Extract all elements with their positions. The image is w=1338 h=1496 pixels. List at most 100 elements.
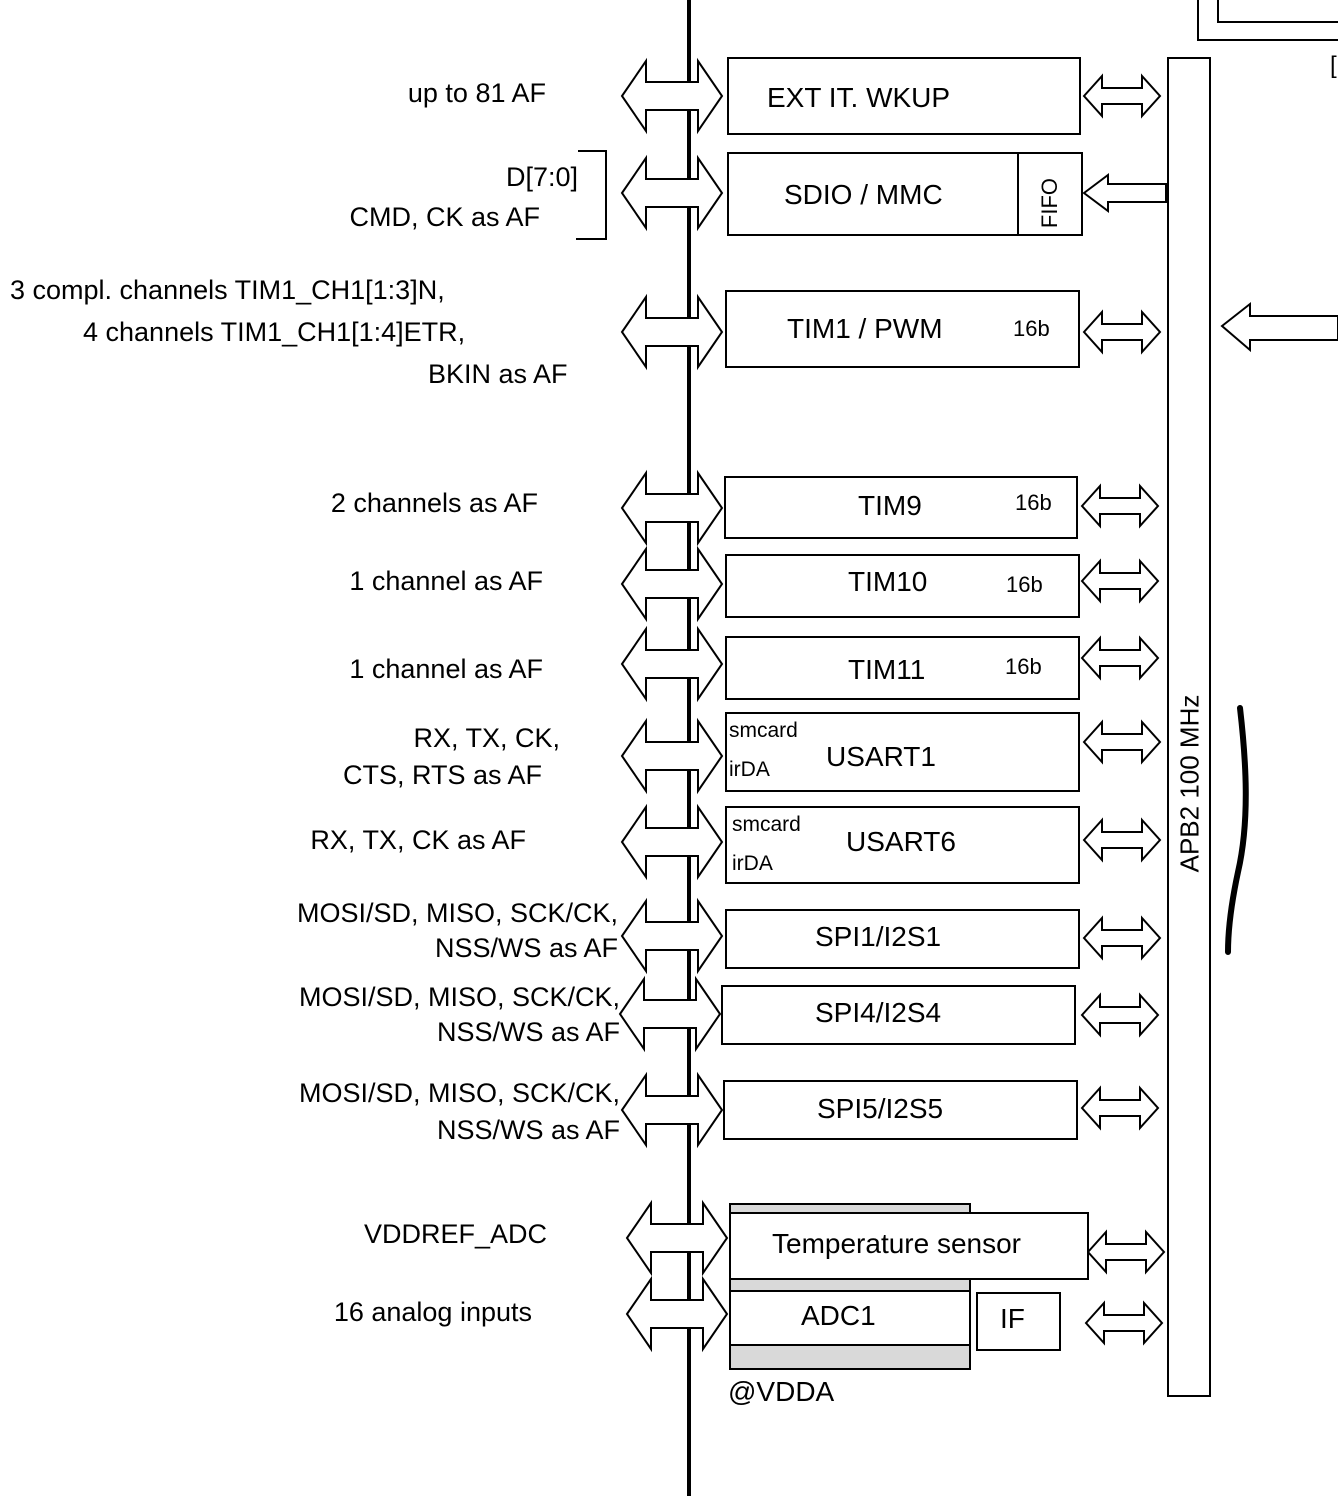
block-temp-sensor (729, 1212, 1089, 1280)
block-label: SPI5/I2S5 (817, 1093, 944, 1124)
arrow-bus-tim11 (1081, 637, 1159, 679)
arrow-usart1 (621, 720, 723, 792)
arrow-bus-tim9 (1081, 485, 1159, 527)
block-usart1 (725, 712, 1080, 792)
signal-vddref: VDDREF_ADC (364, 1218, 547, 1250)
block-label: SPI4/I2S4 (815, 997, 942, 1028)
signal-analog: 16 analog inputs (334, 1296, 532, 1328)
arrow-bus-tim1 (1083, 311, 1161, 353)
block-label: EXT IT. WKUP (767, 82, 951, 113)
signal-line: 16 analog inputs (333, 1297, 532, 1327)
arrow-bus-usart6 (1083, 819, 1161, 861)
signal-line: NSS/WS as AF (436, 1017, 620, 1047)
block-tim11 (725, 636, 1080, 700)
arrow-sdio (621, 157, 723, 229)
block-label: USART6 (846, 826, 956, 857)
sdio-bracket (576, 150, 607, 240)
block-tim10 (725, 554, 1080, 618)
arrow-bus-usart1 (1083, 721, 1161, 763)
block-label: TIM10 (848, 566, 928, 597)
signal-usart1: RX, TX, CK, CTS, RTS as AF (342, 720, 560, 794)
signal-line: D[7:0] (505, 162, 578, 192)
irda-label: irDA (729, 758, 770, 781)
arrow-bus-tim10 (1081, 560, 1159, 602)
arrow-bus-adc (1085, 1302, 1163, 1344)
signal-tim11: 1 channel as AF (349, 653, 543, 685)
signal-usart6: RX, TX, CK as AF (310, 824, 526, 856)
arrow-ext-it (621, 60, 723, 132)
block-ext-it (727, 57, 1081, 135)
smcard-label: smcard (729, 719, 798, 742)
bits-label: 16b (1013, 316, 1050, 341)
signal-line: RX, TX, CK, (413, 723, 560, 753)
signal-tim9: 2 channels as AF (331, 487, 538, 519)
signal-sdio: D[7:0] CMD, CK as AF (349, 157, 578, 237)
signal-line: MOSI/SD, MISO, SCK/CK, (298, 1078, 620, 1108)
signal-line: NSS/WS as AF (436, 1115, 620, 1145)
signal-ext-it: up to 81 AF (408, 77, 546, 109)
bus-label: APB2 100 MHz (1174, 694, 1205, 873)
fifo-divider (1017, 152, 1019, 236)
block-label: Temperature sensor (772, 1228, 1022, 1259)
top-right-box-inner (1217, 0, 1338, 23)
block-if (976, 1292, 1061, 1351)
apb2-bus-bar (1167, 57, 1211, 1397)
top-right-box-outer (1197, 0, 1338, 41)
block-label: ADC1 (801, 1300, 876, 1331)
signal-line: MOSI/SD, MISO, SCK/CK, (298, 982, 620, 1012)
arrow-vddref (626, 1202, 728, 1274)
block-tim1 (725, 290, 1080, 368)
arrow-spi1 (621, 900, 723, 972)
arrow-analog (626, 1278, 728, 1350)
signal-line: BKIN as AF (428, 359, 568, 389)
arrow-bus-ext-it (1083, 75, 1161, 117)
signal-line: 4 channels TIM1_CH1[1:4]ETR, (83, 317, 466, 347)
signal-line: NSS/WS as AF (434, 933, 618, 963)
arrow-bus-sdio (1082, 173, 1167, 213)
signal-line: CTS, RTS as AF (342, 760, 542, 790)
arrow-bus-spi1 (1083, 917, 1161, 959)
signal-line: VDDREF_ADC (363, 1219, 547, 1249)
block-label: USART1 (826, 741, 936, 772)
arrow-tim1 (621, 296, 723, 368)
corner-glyph: [ (1330, 52, 1337, 79)
adc-shade-bottom (729, 1344, 971, 1370)
arrow-tim11 (621, 628, 723, 700)
smcard-label: smcard (732, 813, 801, 836)
block-usart6 (725, 806, 1080, 884)
signal-tim10: 1 channel as AF (349, 565, 543, 597)
block-spi4 (721, 985, 1076, 1045)
arrow-bus-spi5 (1081, 1087, 1159, 1129)
bits-label: 16b (1015, 490, 1052, 515)
block-spi5 (723, 1080, 1078, 1140)
signal-line: 1 channel as AF (349, 654, 543, 684)
signal-spi5: MOSI/SD, MISO, SCK/CK, NSS/WS as AF (299, 1075, 620, 1149)
signal-line: MOSI/SD, MISO, SCK/CK, (296, 898, 618, 928)
signal-line: up to 81 AF (407, 78, 546, 108)
block-spi1 (725, 909, 1080, 969)
signal-line: 1 channel as AF (349, 566, 543, 596)
block-tim9 (724, 476, 1078, 539)
signal-line: RX, TX, CK as AF (310, 825, 526, 855)
block-label: SDIO / MMC (784, 179, 943, 210)
arrow-tim9 (621, 472, 723, 544)
signal-spi4: MOSI/SD, MISO, SCK/CK, NSS/WS as AF (299, 980, 620, 1050)
arrow-bus-spi4 (1081, 994, 1159, 1036)
signal-line: 3 compl. channels TIM1_CH1[1:3]N, (10, 275, 445, 305)
irda-label: irDA (732, 852, 773, 875)
signal-spi1: MOSI/SD, MISO, SCK/CK, NSS/WS as AF (297, 896, 618, 966)
signal-line: 2 channels as AF (330, 488, 538, 518)
block-label: SPI1/I2S1 (815, 921, 942, 952)
arrow-spi5 (621, 1074, 723, 1146)
fifo-label: FIFO (1037, 177, 1062, 229)
block-label: TIM1 / PWM (787, 313, 943, 344)
block-label: IF (1000, 1303, 1025, 1334)
block-label: TIM11 (848, 654, 926, 685)
arrow-spi4 (619, 978, 721, 1050)
arrow-usart6 (621, 806, 723, 878)
bits-label: 16b (1005, 654, 1042, 679)
vdda-label: @VDDA (728, 1376, 835, 1407)
arrow-tim10 (621, 548, 723, 620)
